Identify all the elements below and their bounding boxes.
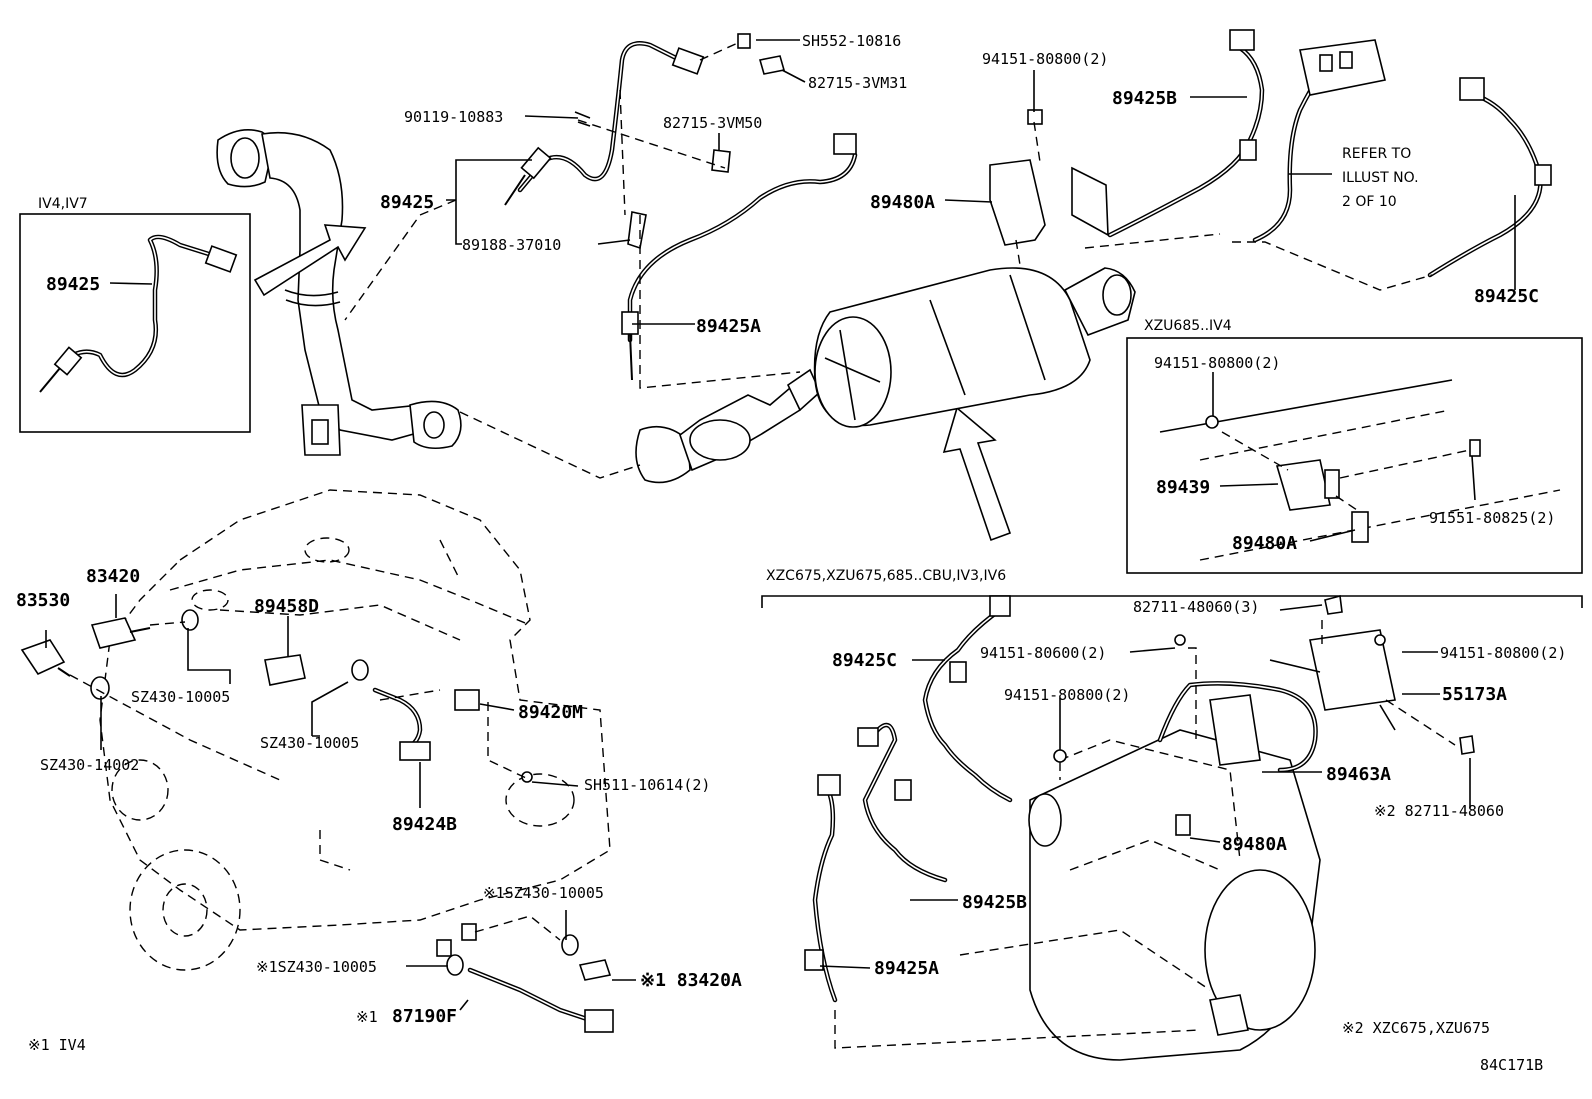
label-89425A-bottom: 89425A bbox=[874, 958, 939, 979]
front-exhaust-pipe bbox=[216, 129, 462, 456]
label-89424B: 89424B bbox=[392, 814, 457, 835]
label-82711-48060-3: 82711-48060(3) bbox=[1133, 598, 1259, 616]
inset-box-iv4-iv7 bbox=[19, 213, 251, 433]
label-89463A: 89463A bbox=[1326, 764, 1391, 785]
label-82711-48060-note: ※2 82711-48060 bbox=[1374, 802, 1504, 820]
label-83420A: ※1 83420A bbox=[640, 970, 742, 991]
connection-lines bbox=[69, 41, 1471, 1049]
label-89425C-bottom: 89425C bbox=[832, 650, 897, 671]
label-89439: 89439 bbox=[1156, 477, 1210, 498]
label-89425-inset: 89425 bbox=[46, 274, 100, 295]
label-note-xzc675: ※2 XZC675,XZU675 bbox=[1342, 1019, 1490, 1037]
label-91551-80825: 91551-80825(2) bbox=[1429, 509, 1555, 527]
label-94151-80800-br1: 94151-80800(2) bbox=[1004, 686, 1130, 704]
inset-box-xzu685 bbox=[1126, 337, 1583, 574]
leader-lines bbox=[45, 39, 1516, 1011]
label-83530: 83530 bbox=[16, 590, 70, 611]
label-89188-37010: 89188-37010 bbox=[462, 236, 561, 254]
label-89480A-bottom: 89480A bbox=[1222, 834, 1287, 855]
label-2-of-10: 2 OF 10 bbox=[1342, 194, 1397, 210]
label-xzu685-iv4: XZU685..IV4 bbox=[1144, 318, 1232, 334]
dpf-assembly-bottom bbox=[1028, 594, 1475, 1061]
label-82715-3vm50: 82715-3VM50 bbox=[663, 114, 762, 132]
label-sh511-10614: SH511-10614(2) bbox=[584, 776, 710, 794]
group-bracket-xzc bbox=[761, 595, 1583, 608]
label-diagram-code: 84C171B bbox=[1480, 1056, 1543, 1074]
label-sz430-10005-a: SZ430-10005 bbox=[131, 688, 230, 706]
label-87190F: 87190F bbox=[392, 1006, 457, 1027]
dpf-assembly-top bbox=[635, 267, 1136, 484]
label-89458D: 89458D bbox=[254, 596, 319, 617]
arrow-front-pipe bbox=[253, 224, 367, 297]
label-sz430-10005-b: SZ430-10005 bbox=[260, 734, 359, 752]
label-89480A-top: 89480A bbox=[870, 192, 935, 213]
sensor-89425C-top bbox=[1427, 77, 1552, 278]
label-87190F-mark: ※1 bbox=[356, 1008, 378, 1026]
label-94151-80800-inset: 94151-80800(2) bbox=[1154, 354, 1280, 372]
labels: SH552-10816 82715-3VM31 90119-10883 8271… bbox=[16, 32, 1566, 1074]
label-82715-3vm31: 82715-3VM31 bbox=[808, 74, 907, 92]
label-83420: 83420 bbox=[86, 566, 140, 587]
label-note-iv4: ※1 IV4 bbox=[28, 1036, 86, 1054]
engine-sensors bbox=[20, 609, 614, 1033]
label-sh552-10816: SH552-10816 bbox=[802, 32, 901, 50]
label-55173A: 55173A bbox=[1442, 684, 1507, 705]
label-sz430-10005-d: ※1SZ430-10005 bbox=[256, 958, 377, 976]
label-89425: 89425 bbox=[380, 192, 434, 213]
bracket-89480A-top bbox=[989, 109, 1109, 246]
sensor-refer-top bbox=[1252, 39, 1386, 243]
label-89425C-top: 89425C bbox=[1474, 286, 1539, 307]
label-94151-80600: 94151-80600(2) bbox=[980, 644, 1106, 662]
label-89420M: 89420M bbox=[518, 702, 583, 723]
label-94151-80800-top: 94151-80800(2) bbox=[982, 50, 1108, 68]
sensor-89425-top bbox=[504, 33, 786, 250]
arrow-dpf bbox=[942, 406, 1012, 542]
label-refer-to: REFER TO bbox=[1342, 146, 1411, 162]
label-89425A-top: 89425A bbox=[696, 316, 761, 337]
sensors-bottom-right bbox=[804, 595, 1013, 1003]
label-89480A-inset: 89480A bbox=[1232, 533, 1297, 554]
label-xzc-group: XZC675,XZU675,685..CBU,IV3,IV6 bbox=[766, 568, 1006, 584]
label-89425B-top: 89425B bbox=[1112, 88, 1177, 109]
label-illust-no: ILLUST NO. bbox=[1342, 170, 1419, 186]
label-90119-10883: 90119-10883 bbox=[404, 108, 503, 126]
label-94151-80800-br2: 94151-80800(2) bbox=[1440, 644, 1566, 662]
label-sz430-10005-c: ※1SZ430-10005 bbox=[483, 884, 604, 902]
sensor-89425B-top bbox=[1107, 29, 1265, 238]
label-89425B-bottom: 89425B bbox=[962, 892, 1027, 913]
inset-sensor-89425 bbox=[39, 234, 238, 393]
label-iv4-iv7: IV4,IV7 bbox=[38, 196, 88, 212]
engine-block bbox=[99, 489, 611, 971]
label-sz430-14002: SZ430-14002 bbox=[40, 756, 139, 774]
sensor-89425A-top bbox=[621, 133, 858, 381]
inset-bracket-89439 bbox=[1159, 379, 1561, 561]
